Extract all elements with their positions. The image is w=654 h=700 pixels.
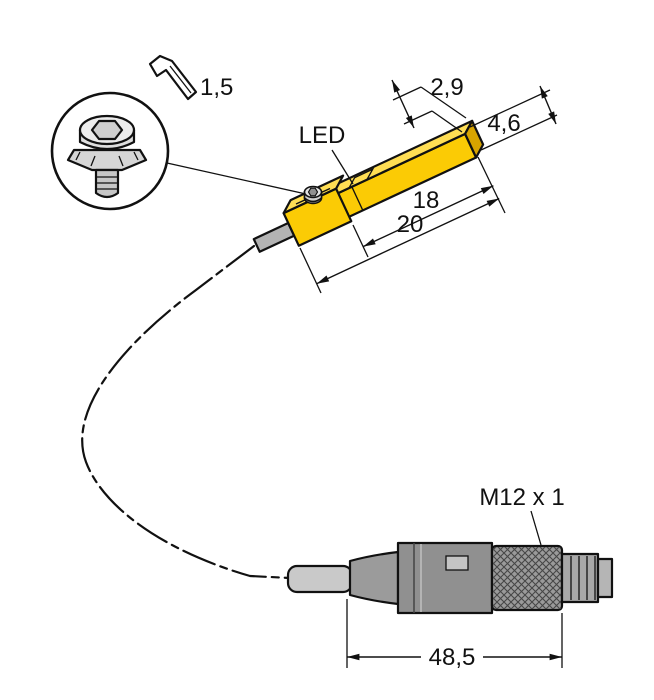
- dim-line: [539, 85, 557, 125]
- led-label: LED: [299, 122, 346, 149]
- dimension-height-4-6: 4,6: [469, 85, 558, 151]
- allen-key-icon: [148, 54, 198, 101]
- ext-leader: [431, 110, 463, 133]
- dimension-total-length-20: 20: [299, 197, 500, 294]
- ext-line: [352, 224, 369, 258]
- connector-cable-stub: [286, 564, 354, 594]
- clamp-screw-icon: [303, 185, 323, 205]
- hex-key-size-label: 1,5: [200, 74, 233, 101]
- ext-line: [469, 89, 551, 128]
- dim-line: [391, 79, 415, 129]
- dim-width-label: 2,9: [430, 74, 463, 101]
- allen-key-facet-line: [169, 65, 192, 94]
- ext-line: [477, 156, 506, 214]
- hex-socket: [90, 119, 124, 141]
- cable-curve: [81, 244, 292, 580]
- dimension-width-2-9: 2,9: [391, 74, 467, 133]
- led-window: [347, 167, 375, 190]
- sensor-body: [252, 119, 485, 253]
- sensor-end-face: [464, 119, 485, 159]
- screw-threads: [96, 176, 118, 190]
- connector-thread-section: [560, 552, 600, 604]
- dim-label-gap: [421, 643, 483, 670]
- dim-connector-length-label: 48,5: [429, 644, 476, 671]
- screw-detail-view: [50, 91, 170, 211]
- connector-tip-ring: [596, 557, 614, 599]
- ext-line: [392, 86, 422, 101]
- detail-leader-line: [166, 162, 307, 195]
- dim-line: [316, 197, 500, 285]
- thread-size-label: M12 x 1: [479, 484, 564, 511]
- dimension-connector-length-48-5: 48,5: [346, 599, 563, 671]
- led-leader-line: [331, 149, 354, 185]
- dim-body-length-label: 18: [413, 187, 440, 214]
- thread-leader-line: [530, 510, 542, 546]
- ext-line: [299, 247, 322, 294]
- ext-leader: [420, 86, 467, 119]
- connector-boot: [348, 550, 400, 606]
- clamp-screw-hex-socket: [307, 187, 319, 197]
- screw-flange: [66, 148, 148, 172]
- connector-body: [396, 541, 494, 615]
- connector-body-detail: [445, 555, 469, 571]
- screw-icon: [66, 114, 148, 199]
- dim-total-length-label: 20: [397, 211, 424, 238]
- dim-height-label: 4,6: [487, 110, 520, 137]
- connector-thread-lines: [570, 556, 596, 600]
- sensor-cable-stub: [252, 221, 296, 253]
- m12-connector: [286, 541, 614, 615]
- connector-knurl-pattern: [493, 547, 561, 609]
- ext-line: [403, 110, 433, 125]
- flange-serrations: [75, 151, 139, 167]
